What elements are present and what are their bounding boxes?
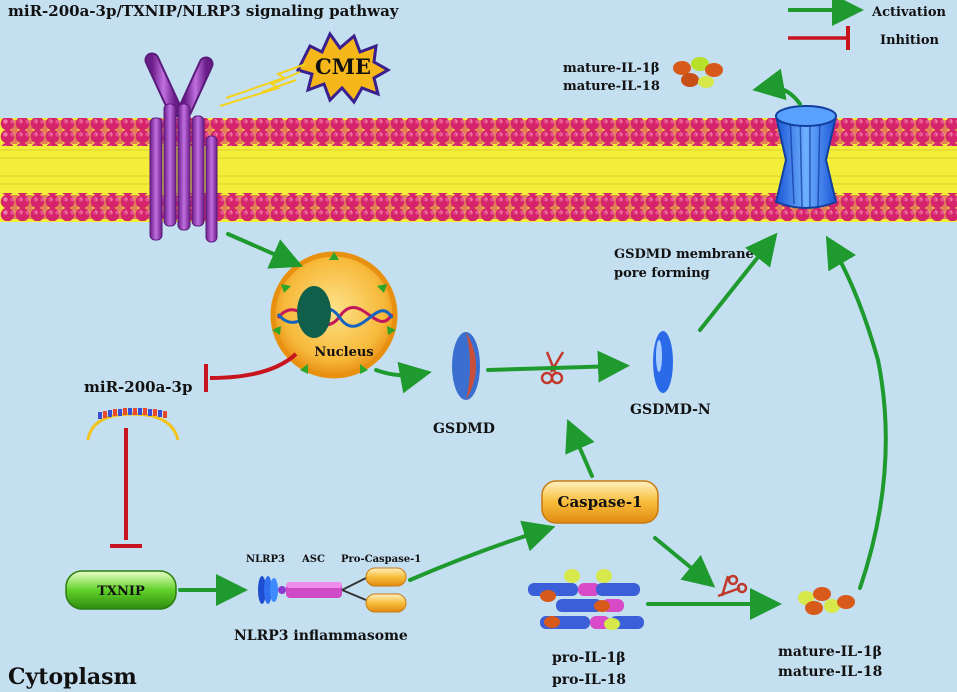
pro-caspase-1-label: Pro-Caspase-1: [341, 554, 421, 565]
nlrp3-label: NLRP3: [246, 554, 285, 565]
pro-il18-label: pro-IL-18: [552, 672, 626, 688]
pore-forming-label-2: pore forming: [614, 266, 710, 281]
arrow-nucleus-to-gsdmd: [374, 361, 432, 394]
nlrp3-inflammasome-icon: [258, 567, 407, 613]
arrow-mature-il-to-pore: [825, 235, 888, 590]
gsdmd-n-icon: [653, 331, 673, 393]
txnip-label: TXNIP: [97, 584, 145, 599]
legend: Activation Inhition: [788, 0, 947, 50]
mirna-icon: [86, 408, 180, 441]
pore-forming-label-1: GSDMD membrane: [614, 247, 754, 262]
mature-il18-bottom-label: mature-IL-18: [778, 664, 882, 680]
mature-il1b-top-label: mature-IL-1β: [563, 61, 659, 76]
scissors-icon-bottom: [717, 574, 748, 598]
arrow-receptor-to-nucleus: [226, 232, 303, 269]
arrow-gsdmd-n-to-pore: [698, 232, 778, 332]
cme-label: CME: [315, 54, 371, 79]
pro-il-cluster: [528, 569, 644, 630]
cme-burst: CME: [295, 30, 392, 105]
arrow-gsdmd-to-gsdmd-n: [486, 350, 630, 383]
mature-il18-top-label: mature-IL-18: [563, 79, 660, 94]
nucleus-label: Nucleus: [314, 345, 373, 360]
legend-inhibition-label: Inhition: [880, 33, 940, 48]
pro-il1b-label: pro-IL-1β: [552, 650, 626, 666]
mirna-label: miR-200a-3p: [84, 378, 192, 396]
inhibition-mirna-to-txnip: [110, 428, 142, 548]
arrow-pore-release: [752, 68, 802, 106]
mature-il1b-bottom-label: mature-IL-1β: [778, 644, 882, 660]
gsdmd-pore-icon: [774, 105, 838, 209]
diagram-title: miR-200a-3p/TXNIP/NLRP3 signaling pathwa…: [8, 2, 400, 20]
asc-label: ASC: [301, 554, 325, 565]
receptor-icon: [144, 52, 218, 243]
caspase-1-label: Caspase-1: [558, 493, 643, 511]
mature-il-cluster-top: [673, 57, 723, 88]
lightning-icon: [219, 63, 307, 107]
gsdmd-icon: [452, 332, 480, 400]
txnip-icon: TXNIP: [65, 570, 177, 610]
cytoplasm-label: Cytoplasm: [8, 664, 137, 690]
caspase-1-icon: Caspase-1: [541, 480, 659, 524]
legend-inhibition-symbol: [788, 26, 850, 50]
nlrp3-inflammasome-label: NLRP3 inflammasome: [234, 628, 408, 644]
mature-il-cluster-bottom: [798, 587, 855, 615]
nucleus-icon: Nucleus: [270, 251, 398, 379]
gsdmd-label: GSDMD: [433, 421, 495, 437]
gsdmd-n-label: GSDMD-N: [630, 402, 711, 418]
arrow-caspase-to-pro-il: [653, 536, 716, 588]
legend-activation-label: Activation: [871, 5, 947, 20]
arrow-caspase-to-cleavage: [565, 418, 595, 478]
arrow-inflammasome-to-caspase: [408, 520, 556, 582]
inhibition-nucleus-to-mirna: [204, 352, 298, 392]
